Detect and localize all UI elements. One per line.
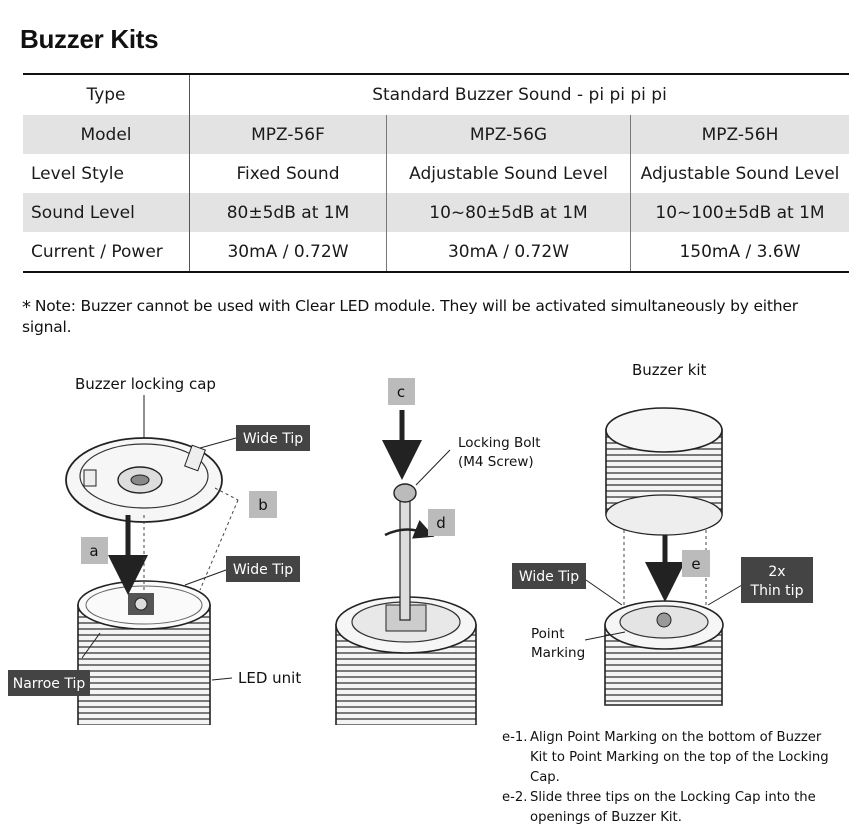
thin-tip-count: 2x	[768, 564, 785, 580]
note: *Note: Buzzer cannot be used with Clear …	[22, 297, 850, 336]
step-e-label: e	[691, 555, 700, 573]
table-row-model: Model MPZ-56F MPZ-56G MPZ-56H	[23, 115, 849, 154]
thin-tip-tag	[741, 557, 813, 603]
step-e-tag	[682, 550, 710, 577]
step-key: e-1.	[502, 730, 528, 745]
step-d-tag	[428, 509, 455, 536]
table-cell: Adjustable Sound Level	[640, 163, 840, 184]
assembly-steps: e-1. Align Point Marking on the bottom o…	[502, 728, 832, 828]
thin-tip-label: Thin tip	[750, 583, 804, 599]
table-cell: 10~80±5dB at 1M	[386, 193, 631, 232]
step-a-label: a	[89, 542, 98, 560]
row-header: Model	[23, 115, 190, 154]
table-cell: MPZ-56G	[386, 115, 631, 154]
step-item: e-2. Slide three tips on the Locking Cap…	[502, 788, 832, 828]
wide-tip-label: Wide Tip	[243, 431, 303, 447]
step-item: e-1. Align Point Marking on the bottom o…	[502, 728, 832, 788]
cap-label: Buzzer locking cap	[75, 375, 216, 393]
table-row-sound-level: Sound Level 80±5dB at 1M 10~80±5dB at 1M…	[23, 193, 849, 232]
led-unit-label: LED unit	[238, 669, 301, 687]
table-cell: MPZ-56H	[630, 115, 849, 154]
step-c-tag	[388, 378, 415, 405]
bolt-label: Locking Bolt	[458, 435, 541, 451]
wide-tip-tag	[226, 556, 300, 582]
step-b-tag	[249, 491, 277, 518]
narrow-tip-tag	[8, 670, 90, 696]
row-header: Current / Power	[23, 232, 190, 272]
type-value: Standard Buzzer Sound - pi pi pi pi	[372, 85, 667, 105]
table-cell: 30mA / 0.72W	[386, 232, 631, 272]
locking-bolt-drawing	[335, 483, 477, 725]
row-header: Type	[23, 74, 190, 115]
row-header: Level Style	[23, 154, 190, 193]
led-unit-drawing	[77, 580, 211, 725]
note-text: Note: Buzzer cannot be used with Clear L…	[22, 297, 798, 336]
buzzer-kit-drawing	[604, 407, 724, 706]
table-cell: 10~100±5dB at 1M	[630, 193, 849, 232]
narrow-tip-label: Narroe Tip	[13, 676, 86, 692]
table-cell: Adjustable Sound Level	[386, 154, 631, 193]
step-a-tag	[81, 537, 108, 564]
table-cell: 150mA / 3.6W	[679, 241, 801, 262]
step-b-label: b	[258, 496, 268, 514]
wide-tip-tag	[236, 425, 310, 451]
row-header: Sound Level	[23, 193, 190, 232]
wide-tip-label: Wide Tip	[233, 562, 293, 578]
table-row-current-power: Current / Power 30mA / 0.72W 30mA / 0.72…	[23, 232, 849, 272]
buzzer-locking-cap-drawing	[65, 395, 223, 523]
spec-table: Type Standard Buzzer Sound - pi pi pi pi…	[23, 73, 849, 273]
table-cell: 80±5dB at 1M	[189, 193, 387, 232]
table-cell: Fixed Sound	[189, 154, 387, 193]
point-marking-label: Point	[531, 626, 565, 642]
page-title: Buzzer Kits	[20, 24, 159, 54]
wide-tip-tag	[512, 563, 586, 589]
step-text: Slide three tips on the Locking Cap into…	[530, 790, 816, 825]
step-key: e-2.	[502, 790, 528, 805]
step-text: Align Point Marking on the bottom of Buz…	[530, 730, 829, 785]
table-cell: MPZ-56F	[189, 115, 387, 154]
step-d-label: d	[436, 514, 446, 532]
note-asterisk: *	[22, 297, 31, 318]
table-row-level-style: Level Style Fixed Sound Adjustable Sound…	[23, 154, 849, 193]
step-c-label: c	[397, 383, 405, 401]
wide-tip-label: Wide Tip	[519, 569, 579, 585]
table-cell: 30mA / 0.72W	[189, 232, 387, 272]
buzzer-kit-label: Buzzer kit	[632, 361, 707, 379]
point-marking-sublabel: Marking	[531, 645, 585, 661]
table-row-type: Type Standard Buzzer Sound - pi pi pi pi	[23, 74, 849, 115]
assembly-figure: Buzzer locking cap Wide Tip b a Wide Tip…	[8, 361, 813, 725]
bolt-sublabel: (M4 Screw)	[458, 454, 534, 470]
